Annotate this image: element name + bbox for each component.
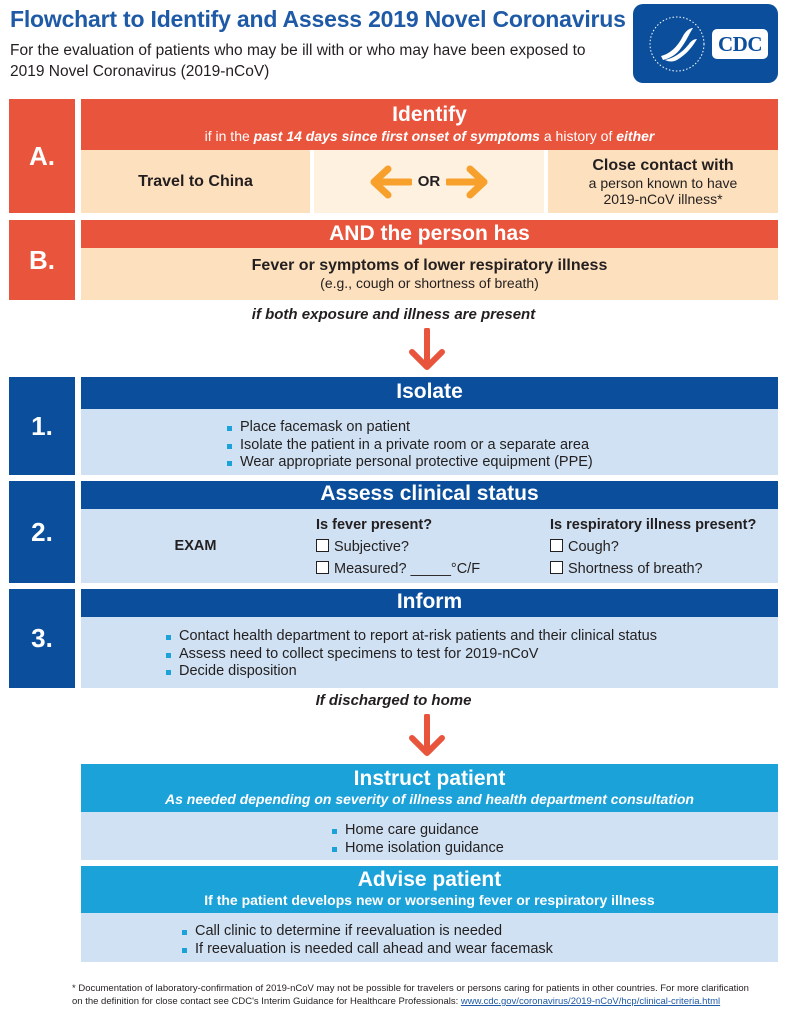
instruct-heading: Instruct patient	[353, 767, 506, 790]
exposure-connector-text: if both exposure and illness are present	[251, 306, 536, 323]
step-1-heading: Isolate	[396, 380, 463, 403]
resp-shortness[interactable]: Shortness of breath?	[550, 558, 778, 580]
fever-measured[interactable]: Measured? _____°C/F	[316, 558, 543, 580]
list-item: Assess need to collect specimens to test…	[166, 646, 778, 664]
step-b-heading: AND the person has	[329, 222, 530, 245]
step-3-header: Inform	[81, 589, 778, 617]
instruct-patient-box: Instruct patient As needed depending on …	[81, 764, 778, 860]
cdc-logo: CDC	[633, 4, 778, 83]
step-3-number: 3.	[9, 589, 75, 688]
checkbox-measured[interactable]	[316, 561, 329, 574]
step-a-letter: A.	[9, 99, 75, 213]
step-a-identify: A. Identify if in the past 14 days since…	[9, 99, 778, 213]
step-b-body: Fever or symptoms of lower respiratory i…	[81, 248, 778, 300]
discharge-connector-text: If discharged to home	[315, 692, 472, 709]
list-item: Place facemask on patient	[227, 419, 778, 437]
footnote-text: * Documentation of laboratory-confirmati…	[72, 983, 749, 1007]
footnote-link[interactable]: www.cdc.gov/coronavirus/2019-nCoV/hcp/cl…	[460, 996, 721, 1007]
step-1-bullet-list: Place facemask on patient Isolate the pa…	[227, 419, 778, 472]
cdc-wordmark: CDC	[712, 29, 768, 59]
step-2-number: 2.	[9, 481, 75, 583]
step-b-header: AND the person has	[81, 220, 778, 248]
list-item: Contact health department to report at-r…	[166, 628, 778, 646]
step-b-sub-text: (e.g., cough or shortness of breath)	[320, 275, 539, 291]
fever-subjective[interactable]: Subjective?	[316, 536, 543, 558]
advise-header: Advise patient If the patient develops n…	[81, 866, 778, 913]
step-2-heading: Assess clinical status	[320, 482, 539, 505]
step-1-body: Place facemask on patient Isolate the pa…	[81, 409, 778, 475]
respiratory-section: Is respiratory illness present? Cough? S…	[543, 509, 778, 583]
footnote: * Documentation of laboratory-confirmati…	[72, 982, 762, 1008]
right-arrow-icon	[446, 165, 488, 198]
step-3-inform: 3. Inform Contact health department to r…	[9, 589, 778, 688]
down-arrow-icon	[409, 714, 445, 756]
page-title: Flowchart to Identify and Assess 2019 No…	[10, 6, 626, 32]
list-item: Call clinic to determine if reevaluation…	[182, 923, 778, 941]
instruct-bullet-list: Home care guidance Home isolation guidan…	[332, 822, 778, 857]
close-contact-title: Close contact with	[592, 156, 734, 174]
advise-heading: Advise patient	[357, 868, 502, 891]
fever-question: Is fever present?	[316, 517, 433, 533]
hhs-eagle-icon	[649, 16, 705, 72]
step-1-isolate: 1. Isolate Place facemask on patient Iso…	[9, 377, 778, 475]
checkbox-subjective[interactable]	[316, 539, 329, 552]
advise-patient-box: Advise patient If the patient develops n…	[81, 866, 778, 962]
step-b-symptoms: B. AND the person has Fever or symptoms …	[9, 220, 778, 300]
list-item: Wear appropriate personal protective equ…	[227, 454, 778, 472]
checkbox-shortness-of-breath[interactable]	[550, 561, 563, 574]
step-a-heading: Identify	[392, 103, 467, 126]
down-arrow-icon	[409, 328, 445, 370]
step-1-header: Isolate	[81, 377, 778, 409]
list-item: Isolate the patient in a private room or…	[227, 437, 778, 455]
resp-cough[interactable]: Cough?	[550, 536, 778, 558]
or-label: OR	[417, 173, 441, 190]
or-divider	[310, 150, 314, 213]
step-b-main-text: Fever or symptoms of lower respiratory i…	[251, 257, 608, 274]
exam-label: EXAM	[174, 538, 217, 554]
step-3-heading: Inform	[396, 590, 463, 613]
travel-option: Travel to China	[81, 150, 310, 213]
page-subtitle: For the evaluation of patients who may b…	[10, 42, 586, 80]
step-3-bullet-list: Contact health department to report at-r…	[166, 628, 778, 681]
step-1-number: 1.	[9, 377, 75, 475]
step-2-assess: 2. Assess clinical status EXAM Is fever …	[9, 481, 778, 583]
step-2-body: EXAM Is fever present? Subjective? Measu…	[81, 509, 778, 583]
list-item: Decide disposition	[166, 663, 778, 681]
close-contact-option: Close contact with a person known to hav…	[548, 150, 778, 213]
list-item: Home care guidance	[332, 822, 778, 840]
checkbox-cough[interactable]	[550, 539, 563, 552]
or-box: OR	[314, 150, 544, 213]
respiratory-question: Is respiratory illness present?	[550, 517, 757, 533]
step-a-header: Identify if in the past 14 days since fi…	[81, 99, 778, 150]
list-item: If reevaluation is needed call ahead and…	[182, 941, 778, 959]
fever-section: Is fever present? Subjective? Measured? …	[310, 509, 543, 583]
step-a-subheading: if in the past 14 days since first onset…	[204, 128, 655, 144]
step-b-letter: B.	[9, 220, 75, 300]
left-arrow-icon	[370, 165, 412, 198]
instruct-body: Home care guidance Home isolation guidan…	[81, 812, 778, 860]
step-2-header: Assess clinical status	[81, 481, 778, 509]
close-contact-detail: a person known to have 2019-nCoV illness…	[588, 174, 738, 207]
advise-bullet-list: Call clinic to determine if reevaluation…	[182, 923, 778, 958]
advise-body: Call clinic to determine if reevaluation…	[81, 913, 778, 962]
instruct-subheading: As needed depending on severity of illne…	[165, 791, 694, 807]
advise-subheading: If the patient develops new or worsening…	[204, 892, 655, 908]
list-item: Home isolation guidance	[332, 840, 778, 858]
step-a-options: Travel to China OR Close contact with a …	[81, 150, 778, 213]
or-divider	[544, 150, 548, 213]
step-3-body: Contact health department to report at-r…	[81, 617, 778, 688]
instruct-header: Instruct patient As needed depending on …	[81, 764, 778, 812]
